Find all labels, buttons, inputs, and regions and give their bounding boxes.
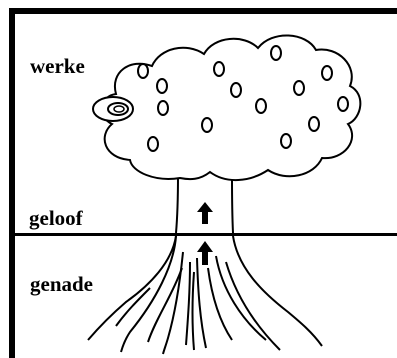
fruit bbox=[230, 82, 242, 98]
left-border bbox=[9, 8, 15, 358]
label-works: werke bbox=[30, 54, 85, 78]
fruit bbox=[280, 133, 292, 149]
fruit bbox=[308, 116, 320, 132]
fruit-on-branch bbox=[92, 96, 134, 122]
up-arrow-icon bbox=[197, 202, 213, 224]
tree-canopy bbox=[101, 34, 362, 182]
top-border bbox=[9, 8, 397, 14]
fruit bbox=[156, 78, 168, 94]
fruit bbox=[147, 136, 159, 152]
fruit bbox=[270, 45, 282, 61]
fruit bbox=[293, 80, 305, 96]
trunk-right-edge bbox=[231, 175, 234, 234]
fruit bbox=[201, 117, 213, 133]
ground-line bbox=[15, 233, 397, 236]
canopy-fruits bbox=[137, 45, 349, 152]
up-arrow-icon bbox=[197, 241, 213, 265]
tree-roots bbox=[87, 235, 323, 355]
fruit bbox=[137, 63, 149, 79]
label-faith: geloof bbox=[29, 206, 83, 230]
fruit bbox=[255, 98, 267, 114]
fruit bbox=[157, 100, 169, 116]
label-grace: genade bbox=[30, 272, 93, 296]
fruit bbox=[213, 61, 225, 77]
trunk-left-edge bbox=[175, 174, 179, 234]
fruit bbox=[337, 96, 349, 112]
fruit bbox=[321, 65, 333, 81]
